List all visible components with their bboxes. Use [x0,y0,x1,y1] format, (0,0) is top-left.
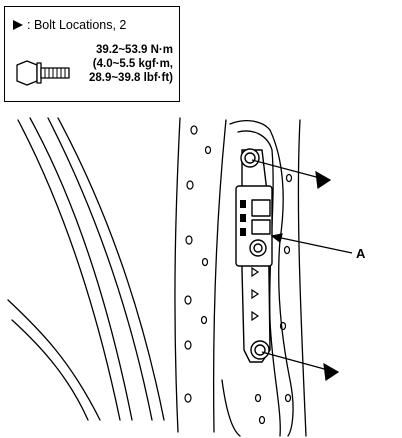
part-a-label: A [356,246,366,261]
adjuster-slider-window [251,199,271,217]
bolt-icon [16,60,70,86]
pillar-outline [297,119,307,437]
pillar-hole [279,321,287,331]
pillar-hole [254,393,262,403]
lower-bolt-head [254,344,266,356]
legend-text: : Bolt Locations, 2 [27,18,127,32]
pillar-hole [200,315,208,325]
adjuster-anchor-inner [253,243,263,253]
door-frame-line [11,319,89,421]
pillar-hole [284,393,292,403]
pillar-hole [258,415,266,425]
pillar-outline [221,379,241,437]
torque-nm: 39.2~53.9 N·m [95,44,173,56]
slider-detail [240,228,246,236]
legend-box: : Bolt Locations, 2 39.2~53.9 N·m (4.0~5… [4,6,180,102]
pillar-outline [212,119,227,433]
door-frame-line [47,117,153,421]
slider-detail [240,200,246,208]
part-a-leader [271,235,353,254]
legend-line: : Bolt Locations, 2 [13,18,126,32]
upper-bolt-leader [251,159,321,179]
pillar-hole [184,393,192,403]
door-frame-line [17,119,121,421]
adjuster-slider-window [251,219,271,235]
pillar-outline [174,117,181,433]
pillar-hole [184,295,192,305]
rail-slot [251,288,260,300]
lower-bolt-leader [261,351,329,371]
torque-spec: 39.2~53.9 N·m (4.0~5.5 kgf·m, 28.9~39.8 … [89,43,173,85]
rail-slot [251,310,260,322]
door-frame-line [29,117,133,421]
rail-slot [251,266,260,278]
pillar-hole [190,125,198,135]
pillar-hole [185,235,193,245]
upper-bolt-head [244,152,256,164]
torque-kgfm: (4.0~5.5 kgf·m, [92,58,173,70]
triangle-marker-icon [13,20,23,30]
torque-lbfft: 28.9~39.8 lbf·ft) [88,72,173,84]
pillar-hole [285,173,293,183]
door-frame-line [7,299,101,421]
pillar-hole [201,257,209,267]
upper-bolt-marker-icon [315,170,332,190]
slider-detail [240,214,246,222]
lower-bolt-marker-icon [323,362,340,382]
pillar-hole [204,145,212,155]
part-a-arrow-icon [270,233,283,244]
pillar-hole [283,245,291,255]
pillar-hole [186,180,194,190]
door-frame-line [57,117,165,421]
pillar-hole [184,340,192,350]
